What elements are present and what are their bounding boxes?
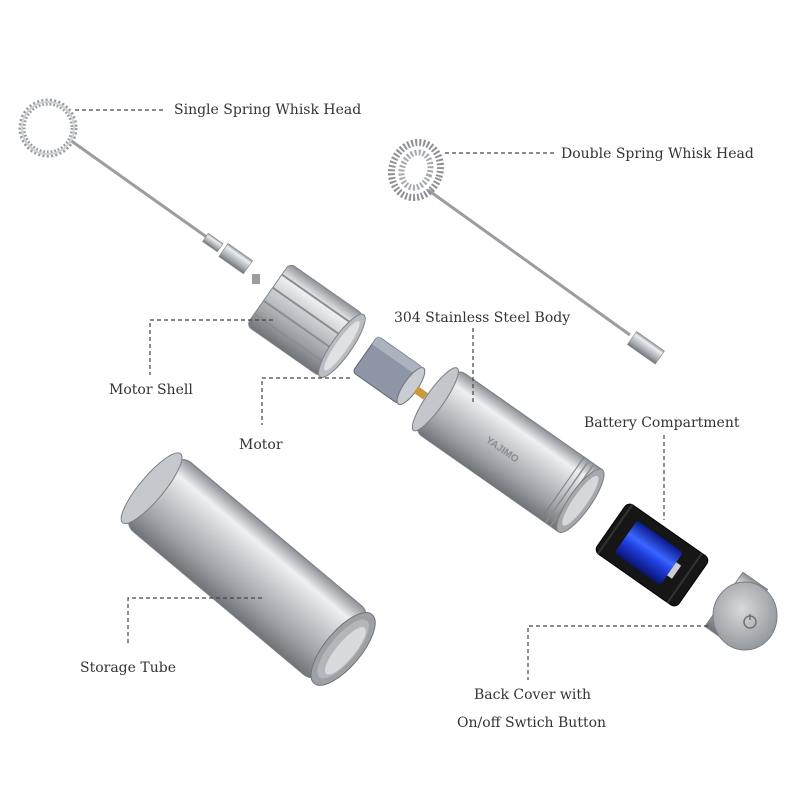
label-battery-compartment: Battery Compartment xyxy=(584,415,740,431)
battery-compartment-part xyxy=(595,503,709,607)
label-back-cover-line1: Back Cover with xyxy=(474,687,591,703)
label-stainless-steel-body: 304 Stainless Steel Body xyxy=(394,310,571,326)
motor-part xyxy=(353,335,428,406)
stainless-steel-body: YAJIMO xyxy=(411,367,605,534)
leader-lines xyxy=(75,109,708,680)
label-storage-tube: Storage Tube xyxy=(80,660,176,676)
label-motor-shell: Motor Shell xyxy=(109,382,193,398)
double-spring-whisk xyxy=(387,138,665,365)
label-single-spring-whisk-head: Single Spring Whisk Head xyxy=(174,102,362,118)
motor-shell-part xyxy=(248,264,366,378)
back-cover-part xyxy=(704,571,778,651)
storage-tube-part xyxy=(120,452,376,686)
label-motor: Motor xyxy=(239,437,283,453)
single-spring-whisk xyxy=(18,98,260,284)
label-double-spring-whisk-head: Double Spring Whisk Head xyxy=(561,146,754,162)
label-back-cover-line2: On/off Swtich Button xyxy=(457,715,607,731)
